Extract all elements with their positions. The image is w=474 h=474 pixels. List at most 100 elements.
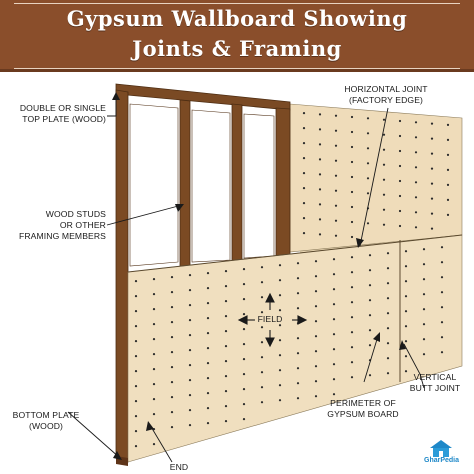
screw-dot <box>296 292 300 295</box>
screw-dot <box>242 313 246 316</box>
screw-dot <box>242 373 246 376</box>
screw-dot <box>302 217 306 220</box>
screw-dot <box>382 208 386 211</box>
screw-dot <box>386 267 390 270</box>
screw-dot <box>422 278 426 281</box>
screw-dot <box>296 277 300 280</box>
screw-dot <box>334 204 338 207</box>
screw-dot <box>296 352 300 355</box>
screw-dot <box>242 388 246 391</box>
screw-dot <box>366 177 370 180</box>
label-bottom-plate: BOTTOM PLATE (WOOD) <box>6 410 86 432</box>
screw-dot <box>260 281 264 284</box>
screw-dot <box>242 268 246 271</box>
wood-studs-line-1: WOOD STUDS <box>45 209 106 219</box>
screw-dot <box>260 356 264 359</box>
screw-dot <box>206 332 210 335</box>
screw-dot <box>350 271 354 274</box>
top-plate-line-1: DOUBLE OR SINGLE <box>19 103 106 113</box>
field-arrows <box>237 292 308 348</box>
screw-dot <box>366 132 370 135</box>
screw-dot <box>404 370 408 373</box>
screw-dot <box>260 401 264 404</box>
screw-dot <box>152 338 156 341</box>
screw-dot <box>242 358 246 361</box>
screw-dot <box>278 294 282 297</box>
screw-dot <box>260 311 264 314</box>
stud-bay-3 <box>243 113 275 259</box>
screw-dot <box>224 300 228 303</box>
screw-dot <box>334 129 338 132</box>
screw-dot <box>170 321 174 324</box>
upper-gypsum-board <box>289 103 463 253</box>
screw-dot <box>404 340 408 343</box>
end-text: END <box>169 462 189 472</box>
screw-dot <box>398 179 402 183</box>
screw-dot <box>382 148 386 151</box>
screw-dot <box>206 317 210 320</box>
screw-dot <box>332 333 336 336</box>
screw-dot <box>134 430 138 433</box>
screw-dot <box>278 384 282 387</box>
screw-dot <box>170 306 174 309</box>
screw-dot <box>382 133 386 136</box>
screw-dot <box>386 357 390 360</box>
screw-dot <box>188 289 192 292</box>
screw-dot <box>398 149 402 153</box>
screw-dot <box>368 344 372 347</box>
screw-dots <box>134 112 450 448</box>
screw-dot <box>302 157 306 160</box>
screw-dot <box>398 209 402 213</box>
screw-dot <box>366 147 370 150</box>
screw-dot <box>296 262 300 265</box>
stud-bay-1 <box>129 103 179 267</box>
bottom-plate-line-1: BOTTOM PLATE <box>12 410 80 420</box>
stud-3 <box>275 107 291 259</box>
title-line-1: Gypsum Wallboard Showing <box>66 6 408 31</box>
screw-dot <box>334 159 338 162</box>
screw-dot <box>404 265 408 268</box>
screw-dot <box>260 341 264 344</box>
screw-dot <box>350 346 354 349</box>
screw-dot <box>332 258 336 261</box>
screw-dot <box>414 226 418 229</box>
screw-dot <box>382 223 386 226</box>
screw-dot <box>318 203 322 206</box>
screw-dot <box>318 233 322 236</box>
screw-dot <box>414 151 418 154</box>
screw-dot <box>368 284 372 287</box>
screw-dot <box>382 178 386 181</box>
screw-dot <box>440 276 444 279</box>
screw-dot <box>206 407 210 410</box>
screw-dot <box>332 303 336 306</box>
screw-dot <box>350 256 354 259</box>
screw-dot <box>224 420 228 423</box>
screw-dot <box>296 337 300 340</box>
screw-dot <box>404 355 408 358</box>
screw-dot <box>404 280 408 283</box>
screw-dot <box>206 422 210 425</box>
screw-dot <box>302 142 306 145</box>
field-text: FIELD <box>257 314 283 324</box>
screw-dot <box>314 365 318 368</box>
screw-dot <box>350 130 354 134</box>
screw-dot <box>134 415 138 418</box>
screw-dot <box>242 403 246 406</box>
screw-dot <box>332 393 336 396</box>
horizontal-joint-line <box>127 234 463 273</box>
screw-dot <box>206 362 210 365</box>
screw-dot <box>134 310 138 313</box>
screw-dot <box>260 326 264 329</box>
screw-dot <box>302 172 306 175</box>
screw-dot <box>242 418 246 421</box>
screw-dot <box>134 340 138 343</box>
screw-dot <box>134 325 138 328</box>
screw-dot <box>368 374 372 377</box>
screw-dot <box>414 181 418 184</box>
screw-dot <box>318 158 322 161</box>
screw-dot <box>314 380 318 383</box>
leader-lines <box>67 96 425 463</box>
screw-dot <box>350 205 354 209</box>
screw-dot <box>188 319 192 322</box>
